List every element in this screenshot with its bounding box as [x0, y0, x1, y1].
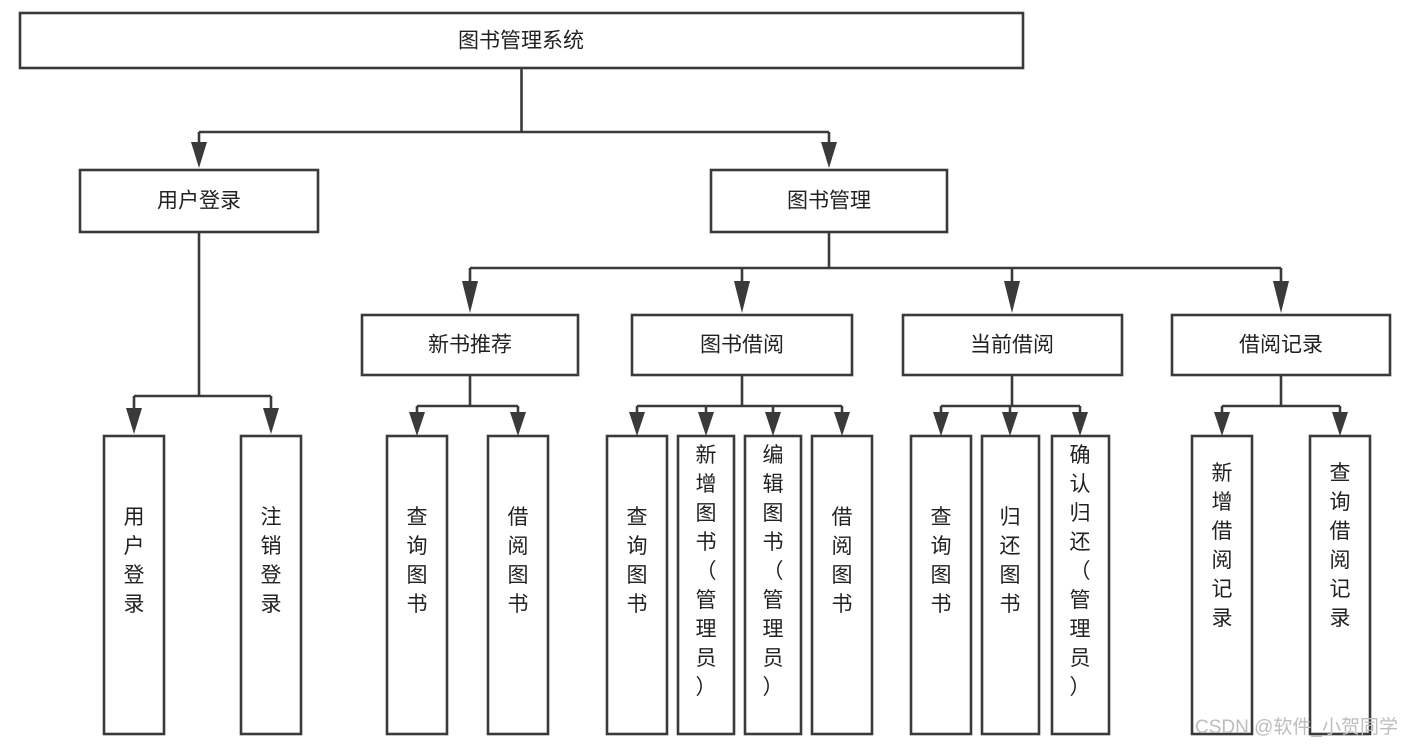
- arrow-head-newbook: [462, 281, 478, 313]
- node-current-box[interactable]: [901, 313, 1124, 377]
- node-leaf1-box[interactable]: [102, 434, 166, 736]
- node-leaf3-label: 查询图书: [407, 506, 428, 616]
- node-leaf8[interactable]: 借阅图书: [810, 434, 874, 736]
- node-newbook[interactable]: 新书推荐: [360, 313, 580, 377]
- arrow-head-leaf6: [698, 412, 714, 436]
- node-leaf12-label: 新增借阅记录: [1212, 462, 1233, 630]
- node-records-label: 借阅记录: [1239, 334, 1323, 357]
- arrow-head-leaf9: [933, 412, 949, 436]
- arrow-head-leaf7: [765, 412, 781, 436]
- node-leaf6[interactable]: 新增图书（管理员）: [676, 434, 736, 736]
- connector-group-newbook-to-leaves: [409, 375, 526, 436]
- connector-group-records-to-leaves: [1214, 375, 1348, 436]
- node-root-label: 图书管理系统: [458, 30, 584, 53]
- node-leaf12-box[interactable]: [1190, 434, 1254, 736]
- node-borrow-label: 图书借阅: [700, 334, 784, 357]
- node-newbook-box[interactable]: [360, 313, 580, 377]
- node-leaf9[interactable]: 查询图书: [909, 434, 973, 736]
- node-current[interactable]: 当前借阅: [901, 313, 1124, 377]
- node-leaf1-label: 用户登录: [124, 506, 145, 616]
- connector-group-root-to-level2: [191, 68, 837, 168]
- connector-group-bookmgmt-to-level3: [462, 232, 1289, 313]
- node-borrow-box[interactable]: [630, 313, 854, 377]
- node-leaf4-label: 借阅图书: [508, 506, 529, 616]
- node-leaf6-label: 新增图书（管理员）: [696, 444, 717, 699]
- node-leaf2-box[interactable]: [239, 434, 303, 736]
- arrow-head-leaf11: [1072, 412, 1088, 436]
- arrow-head-leaf1: [126, 408, 142, 434]
- arrow-head-login: [191, 142, 207, 168]
- node-root-box[interactable]: [18, 11, 1025, 70]
- watermark-label: CSDN @软件_小贺同学: [1195, 716, 1398, 738]
- node-leaf7-box[interactable]: [743, 434, 803, 736]
- arrow-head-leaf5: [629, 412, 645, 436]
- arrow-head-borrow: [734, 281, 750, 313]
- node-leaf5-label: 查询图书: [627, 506, 648, 616]
- arrow-head-leaf13: [1332, 412, 1348, 436]
- node-leaf7-label: 编辑图书（管理员）: [763, 444, 784, 699]
- node-leaf13-box[interactable]: [1308, 434, 1372, 736]
- node-records-box[interactable]: [1170, 313, 1392, 377]
- node-leaf3-box[interactable]: [385, 434, 449, 736]
- node-bookmgmt-label: 图书管理: [787, 190, 871, 213]
- node-leaf8-box[interactable]: [810, 434, 874, 736]
- node-login-box[interactable]: [78, 168, 320, 234]
- node-bookmgmt-box[interactable]: [709, 168, 949, 234]
- node-leaf9-box[interactable]: [909, 434, 973, 736]
- node-leaf12[interactable]: 新增借阅记录: [1190, 434, 1254, 736]
- connector-group-current-to-leaves: [933, 375, 1088, 436]
- node-leaf10-label: 归还图书: [1000, 506, 1021, 616]
- arrow-head-current: [1004, 281, 1020, 313]
- node-login[interactable]: 用户登录: [78, 168, 320, 234]
- node-leaf1[interactable]: 用户登录: [102, 434, 166, 736]
- node-leaf9-label: 查询图书: [931, 506, 952, 616]
- node-leaf13[interactable]: 查询借阅记录: [1308, 434, 1372, 736]
- node-leaf5[interactable]: 查询图书: [605, 434, 669, 736]
- node-leaf11[interactable]: 确认归还（管理员）: [1050, 434, 1111, 736]
- node-leaf4-box[interactable]: [486, 434, 550, 736]
- arrow-head-records: [1273, 281, 1289, 313]
- node-bookmgmt[interactable]: 图书管理: [709, 168, 949, 234]
- node-current-label: 当前借阅: [970, 334, 1054, 357]
- node-leaf11-box[interactable]: [1050, 434, 1111, 736]
- arrow-head-leaf10: [1002, 412, 1018, 436]
- arrow-head-leaf4: [510, 412, 526, 436]
- node-leaf7[interactable]: 编辑图书（管理员）: [743, 434, 803, 736]
- connector-group-borrow-to-leaves: [629, 375, 850, 436]
- node-leaf5-box[interactable]: [605, 434, 669, 736]
- node-records[interactable]: 借阅记录: [1170, 313, 1392, 377]
- arrow-head-leaf8: [834, 412, 850, 436]
- node-leaf13-label: 查询借阅记录: [1330, 462, 1351, 630]
- node-leaf3[interactable]: 查询图书: [385, 434, 449, 736]
- node-leaf2[interactable]: 注销登录: [239, 434, 303, 736]
- node-borrow[interactable]: 图书借阅: [630, 313, 854, 377]
- node-leaf8-label: 借阅图书: [832, 506, 853, 616]
- node-login-label: 用户登录: [157, 190, 241, 213]
- node-leaf10[interactable]: 归还图书: [980, 434, 1041, 736]
- node-leaf10-box[interactable]: [980, 434, 1041, 736]
- node-leaf11-label: 确认归还（管理员）: [1070, 444, 1091, 699]
- node-leaf2-label: 注销登录: [261, 506, 282, 616]
- arrow-head-leaf3: [409, 412, 425, 436]
- node-newbook-label: 新书推荐: [428, 334, 512, 357]
- node-root[interactable]: 图书管理系统: [18, 11, 1025, 70]
- connector-group-login-to-leaves: [126, 232, 279, 434]
- node-leaf4[interactable]: 借阅图书: [486, 434, 550, 736]
- node-leaf6-box[interactable]: [676, 434, 736, 736]
- arrow-head-leaf2: [263, 408, 279, 434]
- arrow-head-bookmgmt: [821, 142, 837, 168]
- arrow-head-leaf12: [1214, 412, 1230, 436]
